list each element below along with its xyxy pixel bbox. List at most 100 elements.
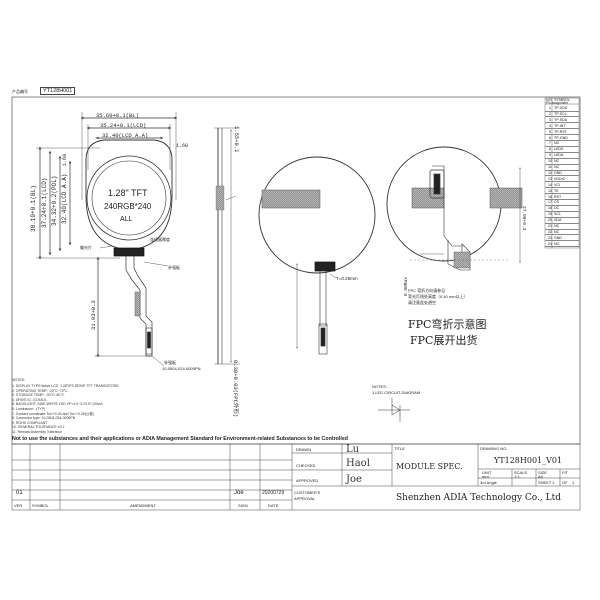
pin-number: 5	[549, 129, 551, 134]
pin-number: 20	[548, 218, 552, 223]
dim-top-bl: 35.60+0.1(BL)	[96, 112, 139, 119]
size-value: A4	[538, 474, 543, 479]
unit-value: mm	[482, 474, 489, 479]
note-line: 7. Contact coordinate:Tol=+0.03,and Tol=…	[12, 411, 95, 416]
pin-symbol: DC	[554, 206, 560, 211]
customer-label-2: APPROVAL	[294, 496, 316, 501]
pin-row-divider	[545, 228, 579, 230]
pin-symbol: SDA	[554, 218, 562, 223]
revision-value: 01	[16, 490, 23, 496]
title-label: TITLE	[394, 446, 405, 451]
label-connector-part: 10-0504-024-0005PN	[162, 366, 201, 371]
back-view	[386, 146, 523, 271]
drawing-no-value: YT128H001_V01	[494, 456, 563, 465]
drawn-label: DRAWN	[296, 447, 311, 452]
note-line: 4. DRIVE IC: GC9A01	[12, 397, 47, 402]
pin-number: 22	[548, 229, 552, 234]
pin-row-divider	[545, 222, 579, 224]
pin-header-sub: Pin Assignment	[546, 101, 568, 105]
pin-symbol: NC	[554, 241, 560, 246]
note-line: 2. OPERATING TEMP: -20°C~70°C	[12, 388, 68, 393]
pin-symbol: NC	[554, 229, 560, 234]
company-name: Shenzhen ADIA Technology Co., Ltd	[396, 493, 562, 503]
sheet-value: 1	[552, 480, 555, 485]
pin-row-divider	[545, 175, 579, 177]
dim-left-lcd: 37.24+0.1(LCD)	[41, 177, 48, 228]
pin-symbol: TP-SDA	[554, 117, 568, 122]
checked-value: Haol	[346, 458, 370, 469]
pin-symbol: GND	[554, 170, 562, 175]
checked-label: CHECKED	[296, 463, 316, 468]
pin-number: 17	[548, 200, 552, 205]
size-label: SIZE	[538, 470, 547, 475]
front-view	[36, 112, 178, 367]
label-connector: 连接器厚度	[150, 237, 170, 242]
note-line: 3. STORAGE TEMP: -30°C~80°C	[12, 393, 65, 398]
pin-symbol: LEDA	[554, 153, 564, 158]
note-line: 1. DISPLAY TYPE:Wave LCD, 1.28"IPS DRIVE…	[12, 384, 119, 388]
pin-symbol: NC	[554, 141, 560, 146]
pin-row-divider	[545, 157, 579, 159]
pin-row-divider	[545, 169, 579, 171]
pin-row-divider	[545, 216, 579, 218]
fpc-bend-note-1: FPC弯折示意图	[408, 318, 487, 331]
note-line: 5. BACKLIGHT: SIDE-WHITE LED VF=3.0~3.2V…	[12, 402, 103, 407]
fit-label: FIT	[562, 470, 568, 475]
rev-signer: Joe	[234, 490, 244, 496]
pin-row-divider	[545, 116, 579, 118]
dim-top-offset-right: 1.60	[176, 143, 189, 149]
fpc-bend-note-2: FPC展开出货	[410, 334, 478, 347]
fpc-small-note-3: 请注意此处避空	[408, 300, 436, 305]
pin-row-divider	[545, 193, 579, 195]
pin-number: 4	[549, 123, 551, 128]
dim-top-aa: 32.40(LCD A.A)	[102, 132, 149, 139]
dim-fpc-length: 31.93+0.3	[90, 300, 97, 330]
fpc-small-note-1: FPC 弯折方向请参见	[408, 288, 446, 293]
drawing-no-label: DRAWING NO.	[480, 446, 508, 451]
label-polarizer: 偏光片	[80, 245, 92, 250]
dim-left-aa: 32.40(LCD A.A)	[61, 173, 68, 224]
pin-row-divider	[545, 246, 579, 248]
customer-label-1: CUSTOMER'S	[294, 490, 321, 495]
dim-thickness: 1.55+0.1	[233, 126, 240, 153]
rev-date: 20200729	[262, 490, 285, 496]
fpc-bend-view	[258, 156, 376, 355]
note-line: 9. ROHS COMPLIANT	[12, 420, 48, 425]
pin-row-divider	[545, 199, 579, 201]
pin-number: 9	[549, 153, 551, 158]
pin-symbol: VCI	[554, 182, 560, 187]
compliance-note: Not to use the substances and their appl…	[12, 436, 349, 442]
pin-row-divider	[545, 240, 579, 242]
pin-number: 3	[549, 117, 551, 122]
pin-number: 24	[548, 241, 552, 246]
dim-top-offset-left: 1.60	[62, 153, 68, 166]
angle-label: 3rd Angle	[480, 480, 497, 485]
pin-symbol: SCL	[554, 212, 561, 217]
pin-symbol: NC	[554, 165, 560, 169]
lcd-title: 1.28" TFT	[108, 188, 148, 198]
pin-number: 19	[548, 212, 552, 217]
pin-row-divider	[545, 181, 579, 183]
pin-row-divider	[545, 163, 579, 165]
ver-label: VER.	[14, 503, 24, 508]
pin-row-divider	[545, 134, 579, 136]
drawn-value: Lu	[346, 444, 360, 455]
pin-symbol: NC	[554, 224, 560, 228]
pin-symbol: LEDK	[554, 147, 564, 152]
pin-number: 14	[548, 182, 552, 187]
pin-row-divider	[545, 234, 579, 236]
label-stiffener-1: 补强板	[168, 265, 180, 270]
sign-label: SIGN	[238, 503, 248, 508]
